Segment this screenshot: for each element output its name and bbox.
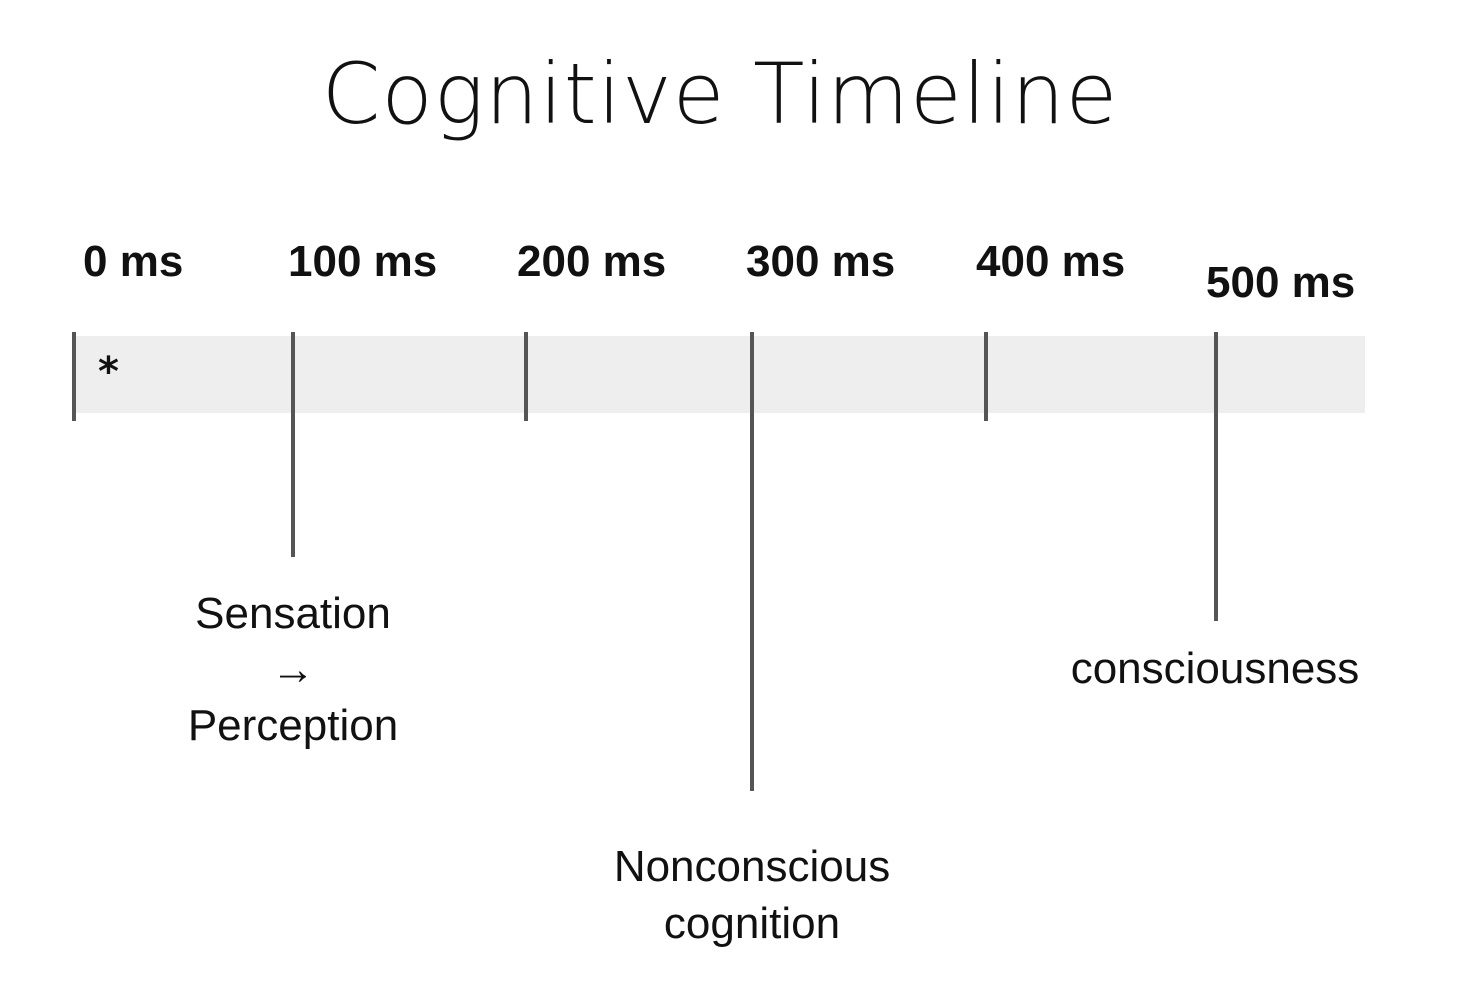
- tick-line-0: [72, 332, 76, 421]
- event-line: Nonconscious: [613, 842, 891, 891]
- tick-label-100: 100 ms: [288, 237, 438, 286]
- tick-line-500: [1214, 332, 1218, 621]
- tick-label-200: 200 ms: [517, 237, 667, 286]
- tick-line-300: [750, 332, 754, 791]
- tick-line-200: [524, 332, 528, 421]
- tick-label-0: 0 ms: [83, 237, 184, 286]
- event-line: →: [270, 645, 315, 694]
- tick-label-500: 500 ms: [1206, 258, 1356, 307]
- tick-label-300: 300 ms: [746, 237, 896, 286]
- timeline-band: [75, 336, 1365, 413]
- event-line: Perception: [187, 701, 399, 750]
- tick-label-400: 400 ms: [976, 237, 1126, 286]
- event-label-consciousness: consciousness: [1071, 643, 1360, 695]
- event-line: cognition: [663, 899, 841, 948]
- tick-line-100: [291, 332, 295, 557]
- event-label-nonconscious-cognition: Nonconscious cognition: [614, 838, 890, 952]
- event-label-sensation-perception: Sensation → Perception: [188, 586, 398, 754]
- event-line: Sensation: [195, 589, 391, 638]
- diagram-title: Cognitive Timeline: [321, 45, 1119, 143]
- event-line: consciousness: [1070, 644, 1360, 693]
- tick-line-400: [984, 332, 988, 421]
- stimulus-marker: *: [98, 349, 119, 395]
